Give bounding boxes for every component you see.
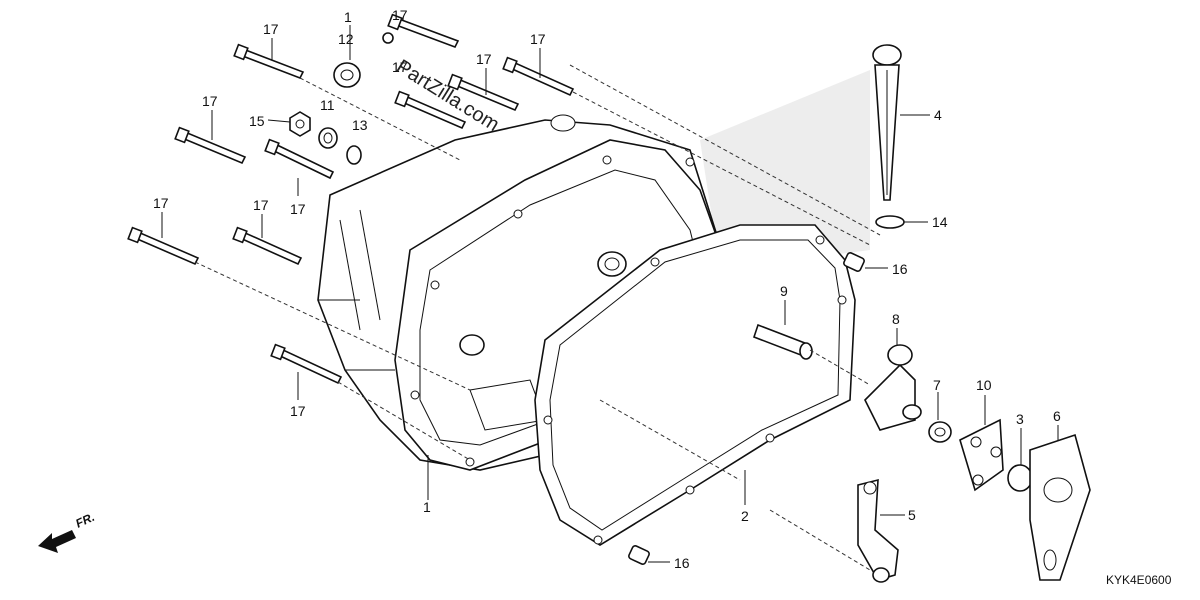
callout-11: 11 bbox=[320, 97, 335, 113]
bolt bbox=[264, 138, 335, 180]
callout-5: 5 bbox=[908, 507, 916, 523]
dowel-16a bbox=[843, 252, 865, 272]
callout-17: 17 bbox=[392, 7, 408, 23]
bolt bbox=[270, 343, 343, 385]
front-indicator: FR. bbox=[38, 510, 97, 553]
bolt bbox=[387, 13, 460, 49]
nut-15 bbox=[289, 111, 311, 137]
callout-13: 13 bbox=[352, 117, 368, 133]
plate-10 bbox=[959, 418, 1004, 492]
bolt bbox=[127, 226, 200, 266]
small-ring bbox=[382, 32, 394, 44]
callout-17: 17 bbox=[253, 197, 269, 213]
callout-7: 7 bbox=[933, 377, 941, 393]
bolt bbox=[502, 56, 575, 97]
gasket bbox=[534, 224, 856, 546]
oring-14 bbox=[875, 215, 905, 229]
callout-14: 14 bbox=[932, 214, 948, 230]
callout-6: 6 bbox=[1053, 408, 1061, 424]
collar-7 bbox=[928, 421, 952, 443]
callout-17: 17 bbox=[290, 201, 306, 217]
callout-17: 17 bbox=[476, 51, 492, 67]
bolt bbox=[233, 43, 305, 80]
callout-1-bottom: 1 bbox=[423, 499, 431, 515]
bolt bbox=[232, 226, 303, 266]
front-indicator-label: FR. bbox=[73, 510, 96, 531]
bearing-12 bbox=[333, 62, 361, 88]
cam-plate-6 bbox=[1029, 433, 1091, 581]
callout-12: 12 bbox=[338, 31, 354, 47]
callout-17: 17 bbox=[202, 93, 218, 109]
arm-5 bbox=[857, 478, 899, 583]
oring-13 bbox=[346, 145, 362, 165]
callout-17: 17 bbox=[263, 21, 279, 37]
callout-2: 2 bbox=[741, 508, 749, 524]
callout-8: 8 bbox=[892, 311, 900, 327]
bolt bbox=[174, 126, 247, 165]
callout-4: 4 bbox=[934, 107, 942, 123]
bolt bbox=[394, 90, 467, 130]
callout-15: 15 bbox=[249, 113, 265, 129]
dowel-16b bbox=[628, 545, 650, 565]
diagram-code: KYK4E0600 bbox=[1106, 573, 1172, 587]
callout-1-top: 1 bbox=[344, 9, 352, 25]
washer-3 bbox=[1007, 464, 1033, 492]
bracket-8 bbox=[864, 344, 922, 431]
callout-3: 3 bbox=[1016, 411, 1024, 427]
callout-10: 10 bbox=[976, 377, 992, 393]
callouts: 1 12 17 17 17 17 17 17 17 17 17 17 15 11… bbox=[153, 7, 1061, 571]
callout-17: 17 bbox=[290, 403, 306, 419]
callout-9: 9 bbox=[780, 283, 788, 299]
callout-17: 17 bbox=[392, 59, 408, 75]
callout-16: 16 bbox=[674, 555, 690, 571]
washer-11 bbox=[318, 127, 338, 149]
callout-16: 16 bbox=[892, 261, 908, 277]
crankcase-cover bbox=[317, 114, 741, 471]
callout-17: 17 bbox=[530, 31, 546, 47]
dipstick-4 bbox=[872, 44, 902, 201]
callout-17: 17 bbox=[153, 195, 169, 211]
stipple-shading bbox=[700, 70, 870, 270]
leader-lines bbox=[161, 25, 1059, 571]
